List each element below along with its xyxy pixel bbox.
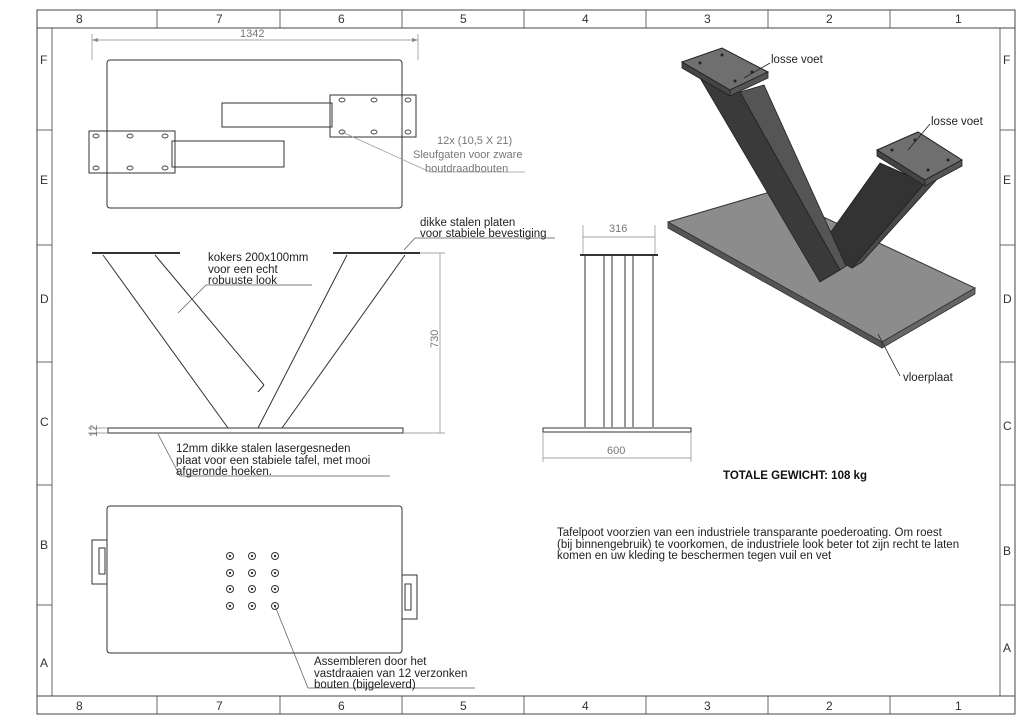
total-weight: TOTALE GEWICHT: 108 kg	[723, 470, 867, 482]
row-label: B	[40, 538, 48, 552]
row-labels-left: F E D C B A	[40, 53, 49, 670]
isometric-view	[666, 47, 977, 377]
plate-note-line-1: dikke stalen platen	[420, 217, 515, 229]
row-label: C	[1003, 419, 1012, 433]
row-label: B	[1003, 544, 1011, 558]
tube-note-line-3: robuuste look	[208, 275, 277, 287]
top-view	[88, 34, 525, 209]
col-label: 1	[955, 699, 962, 713]
col-label: 1	[955, 12, 962, 26]
row-label: D	[40, 292, 49, 306]
col-label: 2	[826, 699, 833, 713]
col-label: 7	[216, 12, 223, 26]
row-labels-right: F E D C B A	[1003, 53, 1012, 655]
description-line-3: komen en uw kleding te beschermen tegen …	[557, 550, 832, 562]
col-label: 5	[460, 12, 467, 26]
col-label: 4	[582, 12, 589, 26]
side-top-dimension: 316	[609, 223, 627, 235]
col-label: 7	[216, 699, 223, 713]
base-note-line-2: plaat voor een stabiele tafel, met mooi	[176, 455, 370, 467]
iso-label-floor: vloerplaat	[903, 372, 954, 384]
base-note-line-1: 12mm dikke stalen lasergesneden	[176, 443, 351, 455]
tube-note-line-2: voor een echt	[208, 264, 278, 276]
side-bottom-dimension: 600	[607, 445, 625, 457]
row-label: E	[1003, 173, 1011, 187]
bolt-note-line-2: vastdraaien van 12 verzonken	[314, 668, 467, 680]
height-dimension: 730	[429, 330, 441, 348]
front-view	[88, 237, 555, 477]
bolt-note-line-1: Assembleren door het	[314, 656, 427, 668]
col-label: 6	[338, 12, 345, 26]
width-dimension: 1342	[240, 28, 264, 40]
row-label: A	[40, 656, 48, 670]
column-labels-bottom: 8 7 6 5 4 3 2 1	[76, 699, 962, 713]
column-labels-top: 8 7 6 5 4 3 2 1	[76, 12, 962, 26]
row-label: F	[1003, 53, 1010, 67]
row-label: F	[40, 53, 47, 67]
thickness-dimension: 12	[88, 425, 100, 437]
iso-label-foot-1: losse voet	[771, 54, 824, 66]
row-label: D	[1003, 292, 1012, 306]
col-label: 5	[460, 699, 467, 713]
bottom-view	[91, 505, 475, 689]
side-view	[542, 225, 692, 462]
slot-note-line-2: Sleufgaten voor zware	[413, 149, 522, 161]
drawing-frame	[36, 9, 1016, 715]
iso-label-foot-2: losse voet	[931, 116, 984, 128]
col-label: 4	[582, 699, 589, 713]
slot-note-line-1: 12x (10,5 X 21)	[437, 135, 512, 147]
col-label: 8	[76, 699, 83, 713]
col-label: 6	[338, 699, 345, 713]
col-label: 3	[704, 699, 711, 713]
plate-note-line-2: voor stabiele bevestiging	[420, 228, 547, 240]
row-label: E	[40, 173, 48, 187]
base-note-line-3: afgeronde hoeken.	[176, 466, 272, 478]
col-label: 3	[704, 12, 711, 26]
bolt-note-line-3: bouten (bijgeleverd)	[314, 679, 416, 691]
row-label: A	[1003, 641, 1011, 655]
row-label: C	[40, 415, 49, 429]
description-line-1: Tafelpoot voorzien van een industriele t…	[557, 527, 943, 539]
col-label: 2	[826, 12, 833, 26]
tube-note-line-1: kokers 200x100mm	[208, 252, 308, 264]
description-line-2: (bij binnengebruik) te voorkomen, de ind…	[557, 539, 959, 551]
col-label: 8	[76, 12, 83, 26]
slot-note-line-3: houtdraadbouten	[425, 163, 508, 175]
